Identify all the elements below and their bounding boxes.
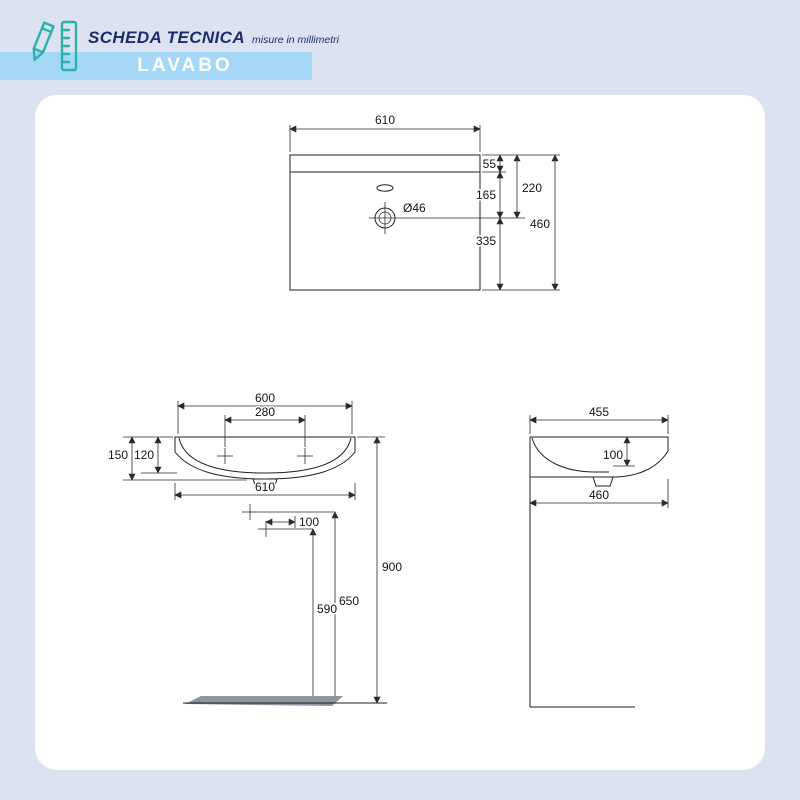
dim-100-side-label: 100 bbox=[603, 448, 623, 462]
dim-100-side: 100 bbox=[601, 436, 635, 467]
dim-150-label: 150 bbox=[108, 448, 128, 462]
dim-600: 600 bbox=[177, 390, 353, 434]
dim-280-label: 280 bbox=[255, 405, 275, 419]
dim-165-label: 165 bbox=[476, 188, 496, 202]
basin-outline-top bbox=[289, 154, 481, 291]
dim-900: 900 bbox=[357, 436, 404, 704]
top-view-drawing: Ø46 610 bbox=[289, 112, 560, 291]
dim-600-label: 600 bbox=[255, 391, 275, 405]
dim-460-side: 460 bbox=[529, 479, 669, 508]
dim-top-width-label: 610 bbox=[375, 113, 395, 127]
bowl-curve-front bbox=[178, 437, 352, 474]
page-title: SCHEDA TECNICA bbox=[88, 28, 246, 47]
dim-150-120: 150 120 bbox=[106, 436, 247, 481]
drain-cross bbox=[258, 521, 274, 537]
floor-slab bbox=[185, 696, 343, 706]
side-view-drawing: 455 100 460 bbox=[529, 404, 669, 708]
category-banner-label: LAVABO bbox=[137, 55, 233, 76]
dim-610-label: 610 bbox=[255, 480, 275, 494]
category-banner: LAVABO bbox=[0, 52, 312, 80]
dim-460-label: 460 bbox=[530, 217, 550, 231]
dim-460-side-label: 460 bbox=[589, 488, 609, 502]
page-subtitle: misure in millimetri bbox=[252, 34, 339, 46]
technical-drawing: Ø46 610 bbox=[106, 112, 669, 708]
faucet-hole bbox=[369, 202, 401, 234]
dim-55-label: 55 bbox=[483, 157, 497, 171]
bowl-curve-side bbox=[531, 437, 609, 473]
dim-top-width: 610 bbox=[289, 112, 481, 152]
fixing-hole-left bbox=[217, 448, 233, 464]
fixing-hole-right bbox=[297, 448, 313, 464]
front-view-drawing: 600 280 150 120 bbox=[106, 390, 404, 706]
dim-590-label: 590 bbox=[317, 602, 337, 616]
dim-650-label: 650 bbox=[339, 594, 359, 608]
faucet-hole-label: Ø46 bbox=[403, 201, 426, 215]
dim-280: 280 bbox=[224, 404, 306, 447]
dim-100-front: 100 bbox=[265, 514, 321, 531]
drawing-card: Ø46 610 bbox=[35, 95, 765, 770]
overflow-slot bbox=[376, 184, 394, 192]
dim-650: 650 bbox=[331, 511, 361, 704]
drain-side bbox=[592, 476, 614, 487]
dim-590: 590 bbox=[309, 528, 339, 704]
drafting-tools-icon bbox=[26, 18, 84, 78]
header-titles: SCHEDA TECNICA misure in millimetri bbox=[88, 28, 339, 48]
dim-900-label: 900 bbox=[382, 560, 402, 574]
dim-610: 610 bbox=[174, 479, 356, 500]
dim-455-label: 455 bbox=[589, 405, 609, 419]
dim-220-label: 220 bbox=[522, 181, 542, 195]
dim-120-label: 120 bbox=[134, 448, 154, 462]
dim-335-label: 335 bbox=[476, 234, 496, 248]
inlet-cross bbox=[242, 504, 258, 520]
basin-outline-side bbox=[530, 436, 669, 478]
dim-455: 455 bbox=[529, 404, 669, 434]
drain-front bbox=[252, 478, 278, 489]
dim-depth-chain: 55 165 335 220 460 bbox=[401, 154, 560, 291]
pencil-ruler-icon bbox=[32, 20, 78, 72]
dim-100-front-label: 100 bbox=[299, 515, 319, 529]
